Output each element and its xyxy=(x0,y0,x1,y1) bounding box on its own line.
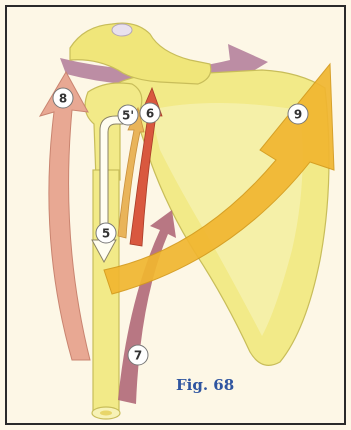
coracoid-process xyxy=(112,24,132,36)
label-7: 7 xyxy=(134,349,142,363)
label-6: 6 xyxy=(146,107,154,121)
label-8: 8 xyxy=(59,92,67,106)
humerus-canal xyxy=(100,411,112,416)
label-5prime: 5' xyxy=(122,109,134,123)
label-5: 5 xyxy=(102,227,110,241)
figure-caption: Fig. 68 xyxy=(176,376,234,394)
label-9: 9 xyxy=(294,108,302,122)
